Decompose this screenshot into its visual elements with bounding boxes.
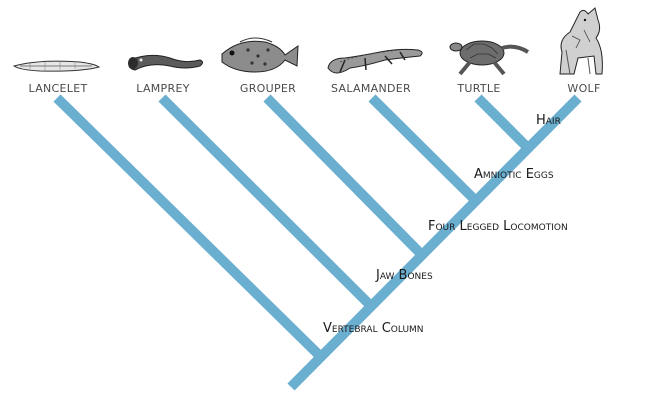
taxon-label-grouper: GROUPER bbox=[240, 82, 296, 95]
trait-label-hair: Hair bbox=[536, 113, 561, 128]
branch-grouper bbox=[263, 94, 426, 259]
taxon-label-lamprey: LAMPREY bbox=[136, 82, 189, 95]
taxon-label-lancelet: LANCELET bbox=[29, 82, 88, 95]
taxon-label-wolf: WOLF bbox=[567, 82, 600, 95]
branch-salamander bbox=[368, 94, 480, 205]
salamander-icon bbox=[327, 48, 423, 74]
trait-label-amniotic-eggs: Amniotic Eggs bbox=[474, 167, 554, 182]
tree-branches bbox=[53, 94, 582, 391]
taxon-label-turtle: TURTLE bbox=[456, 82, 500, 95]
lamprey-icon bbox=[128, 54, 203, 71]
trait-label-vertebral-column: Vertebral Column bbox=[323, 321, 424, 336]
main-trunk bbox=[287, 94, 582, 391]
wolf-icon bbox=[559, 7, 603, 75]
lancelet-icon bbox=[12, 60, 101, 72]
taxon-label-salamander: SALAMANDER bbox=[331, 82, 411, 95]
branch-lancelet bbox=[53, 94, 325, 361]
branch-turtle bbox=[474, 94, 532, 152]
grouper-fish-icon bbox=[221, 37, 299, 73]
trait-label-four-legged-locomotion: Four Legged Locomotion bbox=[428, 219, 568, 234]
trait-label-jaw-bones: Jaw Bones bbox=[375, 268, 433, 283]
branch-lamprey bbox=[158, 94, 375, 310]
turtle-icon bbox=[449, 40, 530, 76]
